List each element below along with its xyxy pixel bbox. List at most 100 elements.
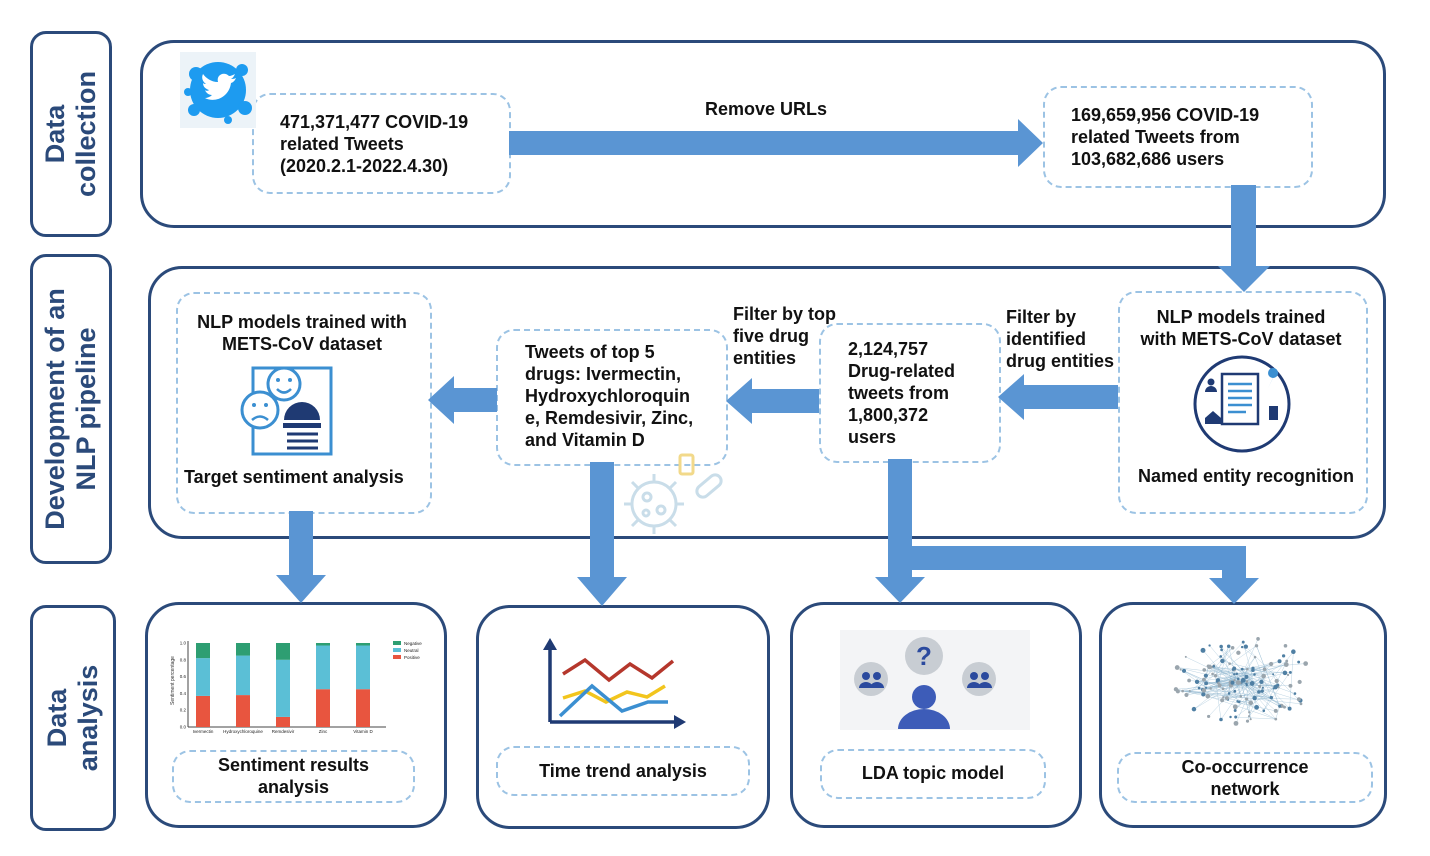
network-node (1246, 667, 1249, 671)
bar-positive-1 (236, 695, 250, 727)
network-node (1227, 692, 1231, 695)
network-node (1173, 687, 1179, 692)
arrow-remove-urls (509, 119, 1043, 167)
network-node (1224, 696, 1229, 701)
network-node (1213, 674, 1218, 678)
network-node (1296, 697, 1301, 702)
legend-label-positive: Positive (404, 655, 420, 660)
network-node (1287, 706, 1292, 711)
network-node (1208, 644, 1211, 647)
network-node (1220, 698, 1225, 703)
network-node (1197, 686, 1201, 690)
network-node (1207, 714, 1211, 719)
network-edge (1220, 656, 1244, 675)
network-node (1256, 637, 1260, 641)
chart-ylabel: Sentiment percentage (170, 656, 176, 705)
network-node (1260, 689, 1264, 693)
line-chart-icon (543, 638, 686, 729)
ner-document-icon (1193, 355, 1291, 453)
network-node (1233, 678, 1236, 682)
bar-negative-1 (236, 643, 250, 656)
network-edge (1203, 666, 1209, 691)
network-node (1211, 672, 1214, 676)
network-node (1233, 709, 1237, 712)
network-node (1247, 715, 1251, 718)
network-node (1182, 668, 1187, 673)
network-edge (1236, 676, 1263, 692)
network-graph-icon (1173, 637, 1309, 726)
network-edge (1263, 674, 1289, 711)
bar-positive-3 (316, 689, 330, 727)
network-node (1248, 700, 1254, 706)
tsa-caption: Target sentiment analysis (184, 467, 404, 487)
network-node (1221, 687, 1225, 691)
network-node (1191, 706, 1197, 712)
lda-label-box (820, 749, 1046, 799)
network-edge (1222, 686, 1279, 701)
network-edge (1252, 663, 1272, 671)
bar-neutral-3 (316, 645, 330, 690)
network-node (1273, 708, 1278, 713)
bar-negative-3 (316, 643, 330, 646)
ner-caption: Named entity recognition (1138, 466, 1355, 486)
network-node (1179, 668, 1182, 671)
network-edge (1240, 682, 1280, 707)
x-tick-label: Ivermectin (193, 729, 214, 734)
network-node (1297, 679, 1302, 685)
y-tick-label: 1.0 (180, 641, 187, 646)
network-node (1209, 687, 1212, 690)
stage-label-collection: Data collection (30, 31, 112, 237)
drug-tweets-text: 2,124,757 Drug-related tweets from 1,800… (848, 339, 956, 447)
network-edge (1180, 669, 1276, 720)
cooccurrence-label: Co-occurrence network (1181, 757, 1309, 799)
network-edge (1186, 645, 1257, 696)
network-edge (1203, 647, 1233, 680)
network-node (1230, 645, 1235, 650)
network-node (1297, 660, 1301, 664)
stage-label-pipeline: Development of an NLP pipeline (30, 254, 112, 564)
legend-swatch-neutral (393, 648, 401, 652)
network-node (1249, 718, 1252, 721)
network-node (1202, 668, 1207, 672)
network-node (1201, 692, 1206, 697)
bar-positive-0 (196, 695, 210, 727)
y-tick-label: 0.0 (180, 725, 187, 730)
network-edge (1234, 668, 1278, 686)
bar-positive-4 (356, 689, 370, 727)
stage-label-analysis: Data analysis (30, 605, 116, 831)
network-node (1282, 670, 1288, 676)
network-edge (1208, 682, 1240, 717)
network-node (1236, 650, 1241, 655)
twitter-icon (180, 52, 256, 128)
network-node (1200, 647, 1206, 653)
network-node (1232, 704, 1238, 710)
tsa-box (176, 292, 432, 514)
network-edge (1252, 670, 1290, 709)
sentiment-label: Sentiment results analysis (217, 755, 370, 797)
network-node (1233, 673, 1236, 676)
x-tick-label: Vitamin D (353, 729, 373, 734)
bar-positive-2 (276, 716, 290, 727)
network-node (1202, 677, 1206, 682)
network-edge (1251, 683, 1257, 708)
network-node (1239, 695, 1243, 698)
network-edge (1202, 673, 1237, 690)
network-node (1234, 715, 1238, 719)
sentiment-faces-icon (240, 366, 333, 456)
network-node (1194, 679, 1200, 685)
bar-neutral-0 (196, 658, 210, 696)
legend-swatch-positive (393, 655, 401, 659)
bar-neutral-2 (276, 659, 290, 717)
network-node (1241, 640, 1245, 644)
network-edge (1243, 680, 1255, 699)
network-node (1244, 674, 1249, 680)
network-edge (1289, 651, 1294, 709)
arrow-top5-to-tsa (428, 376, 497, 424)
network-node (1282, 705, 1286, 709)
remove-urls-label: Remove URLs (705, 99, 828, 119)
virus-icon (624, 453, 723, 534)
network-node (1245, 719, 1250, 723)
network-node (1254, 704, 1259, 710)
network-edge (1235, 716, 1276, 720)
